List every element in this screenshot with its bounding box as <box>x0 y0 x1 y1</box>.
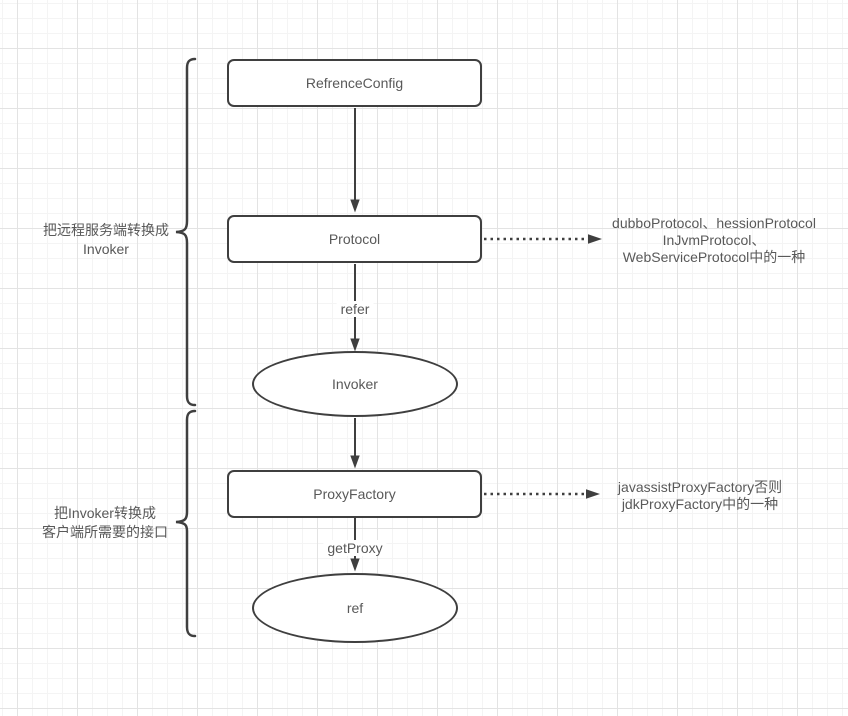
annotation-right-bottom[interactable]: javassistProxyFactory否则 jdkProxyFactory中… <box>580 479 820 513</box>
node-protocol[interactable]: Protocol <box>227 215 482 263</box>
annotation-line: 客户端所需要的接口 <box>42 524 168 540</box>
edge-label-refer[interactable]: refer <box>336 301 374 317</box>
node-proxy-factory[interactable]: ProxyFactory <box>227 470 482 518</box>
annotation-line: Invoker <box>83 241 129 257</box>
node-refrence-config[interactable]: RefrenceConfig <box>227 59 482 107</box>
annotation-left-bottom[interactable]: 把Invoker转换成 客户端所需要的接口 <box>15 504 195 542</box>
node-invoker-label: Invoker <box>332 376 378 392</box>
annotation-line: javassistProxyFactory否则 <box>617 479 783 495</box>
node-ref-label: ref <box>346 600 364 616</box>
dotted-arrow-protocol-implementations[interactable] <box>484 234 602 244</box>
node-protocol-label: Protocol <box>328 231 381 247</box>
node-ref[interactable]: ref <box>252 573 458 643</box>
annotation-line: jdkProxyFactory中的一种 <box>621 496 779 512</box>
node-refrence-config-label: RefrenceConfig <box>305 75 404 91</box>
annotation-line: 把Invoker转换成 <box>54 505 156 521</box>
annotation-left-top[interactable]: 把远程服务端转换成 Invoker <box>16 221 196 259</box>
annotation-line: dubboProtocol、hessionProtocol <box>612 215 816 231</box>
annotation-line: 把远程服务端转换成 <box>43 222 169 238</box>
annotation-line: InJvmProtocol、 <box>662 232 766 248</box>
arrow-refrenceconfig-to-protocol[interactable] <box>350 108 360 213</box>
node-proxy-factory-label: ProxyFactory <box>313 486 396 502</box>
annotation-right-top[interactable]: dubboProtocol、hessionProtocol InJvmProto… <box>594 215 834 266</box>
annotation-line: WebServiceProtocol中的一种 <box>622 249 806 265</box>
brace-invoker-to-interface[interactable] <box>175 409 197 638</box>
node-invoker[interactable]: Invoker <box>252 351 458 417</box>
arrow-invoker-to-proxyfactory[interactable] <box>350 418 360 469</box>
dotted-arrow-proxyfactory-implementations[interactable] <box>484 489 600 499</box>
brace-remote-to-invoker[interactable] <box>175 57 197 407</box>
edge-label-getproxy[interactable]: getProxy <box>323 540 387 556</box>
